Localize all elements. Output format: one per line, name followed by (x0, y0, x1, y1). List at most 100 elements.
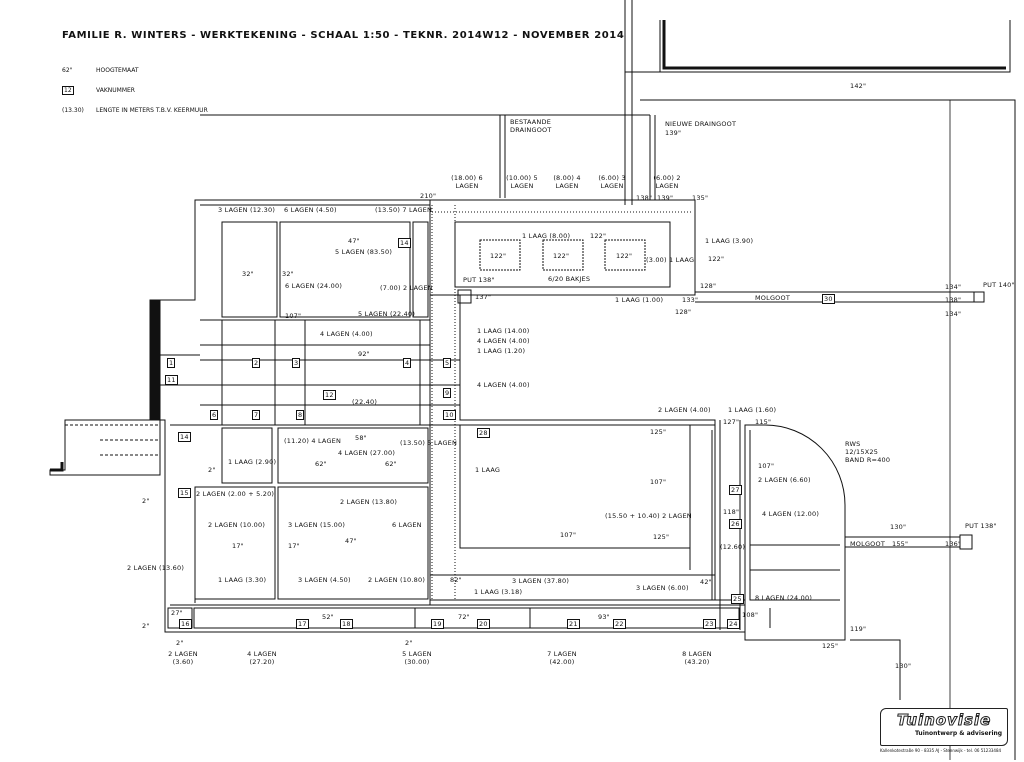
length-label: 8 LAGEN (43.20) (682, 650, 712, 666)
height-label: 210" (420, 192, 437, 200)
length-label: 1 LAAG (475, 466, 501, 474)
length-label: (15.50 + 10.40) 2 LAGEN (605, 512, 692, 520)
planter-cells (194, 221, 715, 603)
vak-number: 15 (178, 488, 191, 498)
length-label: 6 LAGEN (392, 521, 422, 529)
length-label: (6.00) 3 LAGEN (598, 174, 626, 190)
height-label: 139" (665, 129, 682, 137)
legend-item: (13.30)LENGTE IN METERS T.B.V. KEERMUUR (62, 106, 208, 114)
bottom-strip (167, 607, 901, 700)
length-label: 1 LAAG (1.60) (728, 406, 777, 414)
vak-number: 14 (398, 238, 411, 248)
length-label: (11.20) 4 LAGEN (284, 437, 342, 445)
vak-number: 3 (292, 358, 301, 368)
vak-number: 21 (567, 619, 580, 629)
length-label: (18.00) 6 LAGEN (451, 174, 483, 190)
height-label: 32" (242, 270, 254, 278)
round-planter (719, 420, 846, 641)
length-label: 3 LAGEN (37.80) (512, 577, 570, 585)
height-label: 93" (598, 613, 610, 621)
length-label: 8 LAGEN (24.00) (755, 594, 813, 602)
logo-name: Tuinovisie (896, 711, 992, 730)
left-wall (49, 299, 200, 476)
label-bakjes: 6/20 BAKJES (548, 275, 591, 283)
height-label: 138" (636, 194, 653, 202)
length-label: 1 LAAG (8.00) (522, 232, 571, 240)
height-label: 82" (450, 576, 462, 584)
height-label: 130" (895, 662, 912, 670)
length-label: (22.40) (352, 398, 378, 406)
length-label: 1 LAAG (1.20) (477, 347, 526, 355)
height-label: 128" (675, 308, 692, 316)
vak-number: 22 (613, 619, 626, 629)
height-label: 122" (490, 252, 507, 260)
lower-planter (429, 424, 716, 601)
length-label: 2 LAGEN (13.60) (127, 564, 185, 572)
drawing-title: FAMILIE R. WINTERS - WERKTEKENING - SCHA… (62, 30, 625, 41)
height-label: 47" (348, 237, 360, 245)
length-label: 4 LAGEN (4.00) (320, 330, 373, 338)
label-nieuwe-draingoot: NIEUWE DRAINGOOT (665, 120, 737, 128)
label-molgoot: MOLGOOT (850, 540, 885, 548)
vak-number: 19 (431, 619, 444, 629)
vak-number: 10 (443, 410, 456, 420)
length-label: (13.50) 5 LAGEN (400, 439, 458, 447)
length-label: 2 LAGEN (4.00) (658, 406, 711, 414)
length-label: 6 LAGEN (4.50) (284, 206, 337, 214)
length-label: (6.00) 2 LAGEN (653, 174, 681, 190)
vak-number: 8 (296, 410, 305, 420)
vak-number: 11 (165, 375, 178, 385)
height-label: 138" (945, 296, 962, 304)
length-label: 4 LAGEN (27.00) (338, 449, 396, 457)
height-label: 107" (650, 478, 667, 486)
vak-number: 30 (822, 294, 835, 304)
vak-number: 2 (252, 358, 261, 368)
height-label: 107" (560, 531, 577, 539)
length-label: 1 LAAG (1.00) (615, 296, 664, 304)
top-planter (429, 199, 696, 600)
height-label: 107" (758, 462, 775, 470)
vak-number: 7 (252, 410, 261, 420)
height-label: 92" (358, 350, 370, 358)
height-label: 17" (288, 542, 300, 550)
height-label: 155" (892, 540, 909, 548)
draingoot-lines (200, 114, 656, 200)
length-label: 2 LAGEN (6.60) (758, 476, 811, 484)
length-label: 1 LAAG (3.90) (705, 237, 754, 245)
height-label: 52" (322, 613, 334, 621)
height-label: 128" (700, 282, 717, 290)
length-label: (13.50) 7 LAGEN (375, 206, 433, 214)
height-label: 122" (708, 255, 725, 263)
height-label: 125" (653, 533, 670, 541)
length-label: 3 LAGEN (4.50) (298, 576, 351, 584)
vak-number: 14 (178, 432, 191, 442)
label-put: PUT 138" (965, 522, 997, 530)
height-label: 134" (945, 310, 962, 318)
length-label: 1 LAAG (3.30) (218, 576, 267, 584)
vak-number: 5 (443, 358, 452, 368)
vak-number: 26 (729, 519, 742, 529)
label-rws-band: RWS 12/15X25 BAND R=400 (845, 440, 891, 464)
height-label: 47" (345, 537, 357, 545)
vak-number: 9 (443, 388, 452, 398)
legend-item: 62"HOOGTEMAAT (62, 66, 139, 74)
height-label: 2" (142, 622, 150, 630)
height-label: 133" (682, 296, 699, 304)
height-label: 122" (590, 232, 607, 240)
length-label: 2 LAGEN (10.80) (368, 576, 426, 584)
logo-tagline: Tuinontwerp & advisering (915, 730, 1003, 737)
height-label: 125" (650, 428, 667, 436)
height-label: 135" (692, 194, 709, 202)
height-label: 130" (890, 523, 907, 531)
height-label: 2" (405, 639, 413, 647)
length-label: 3 LAGEN (6.00) (636, 584, 689, 592)
height-label: 139" (657, 194, 674, 202)
company-address: Kallenkotestraße 90 - 8335 AJ - Steenwij… (880, 748, 1002, 753)
vak-number: 1 (167, 358, 176, 368)
height-label: 27" (171, 609, 183, 617)
height-label: 134" (945, 283, 962, 291)
height-label: 119" (850, 625, 867, 633)
label-put: PUT 138" (463, 276, 495, 284)
